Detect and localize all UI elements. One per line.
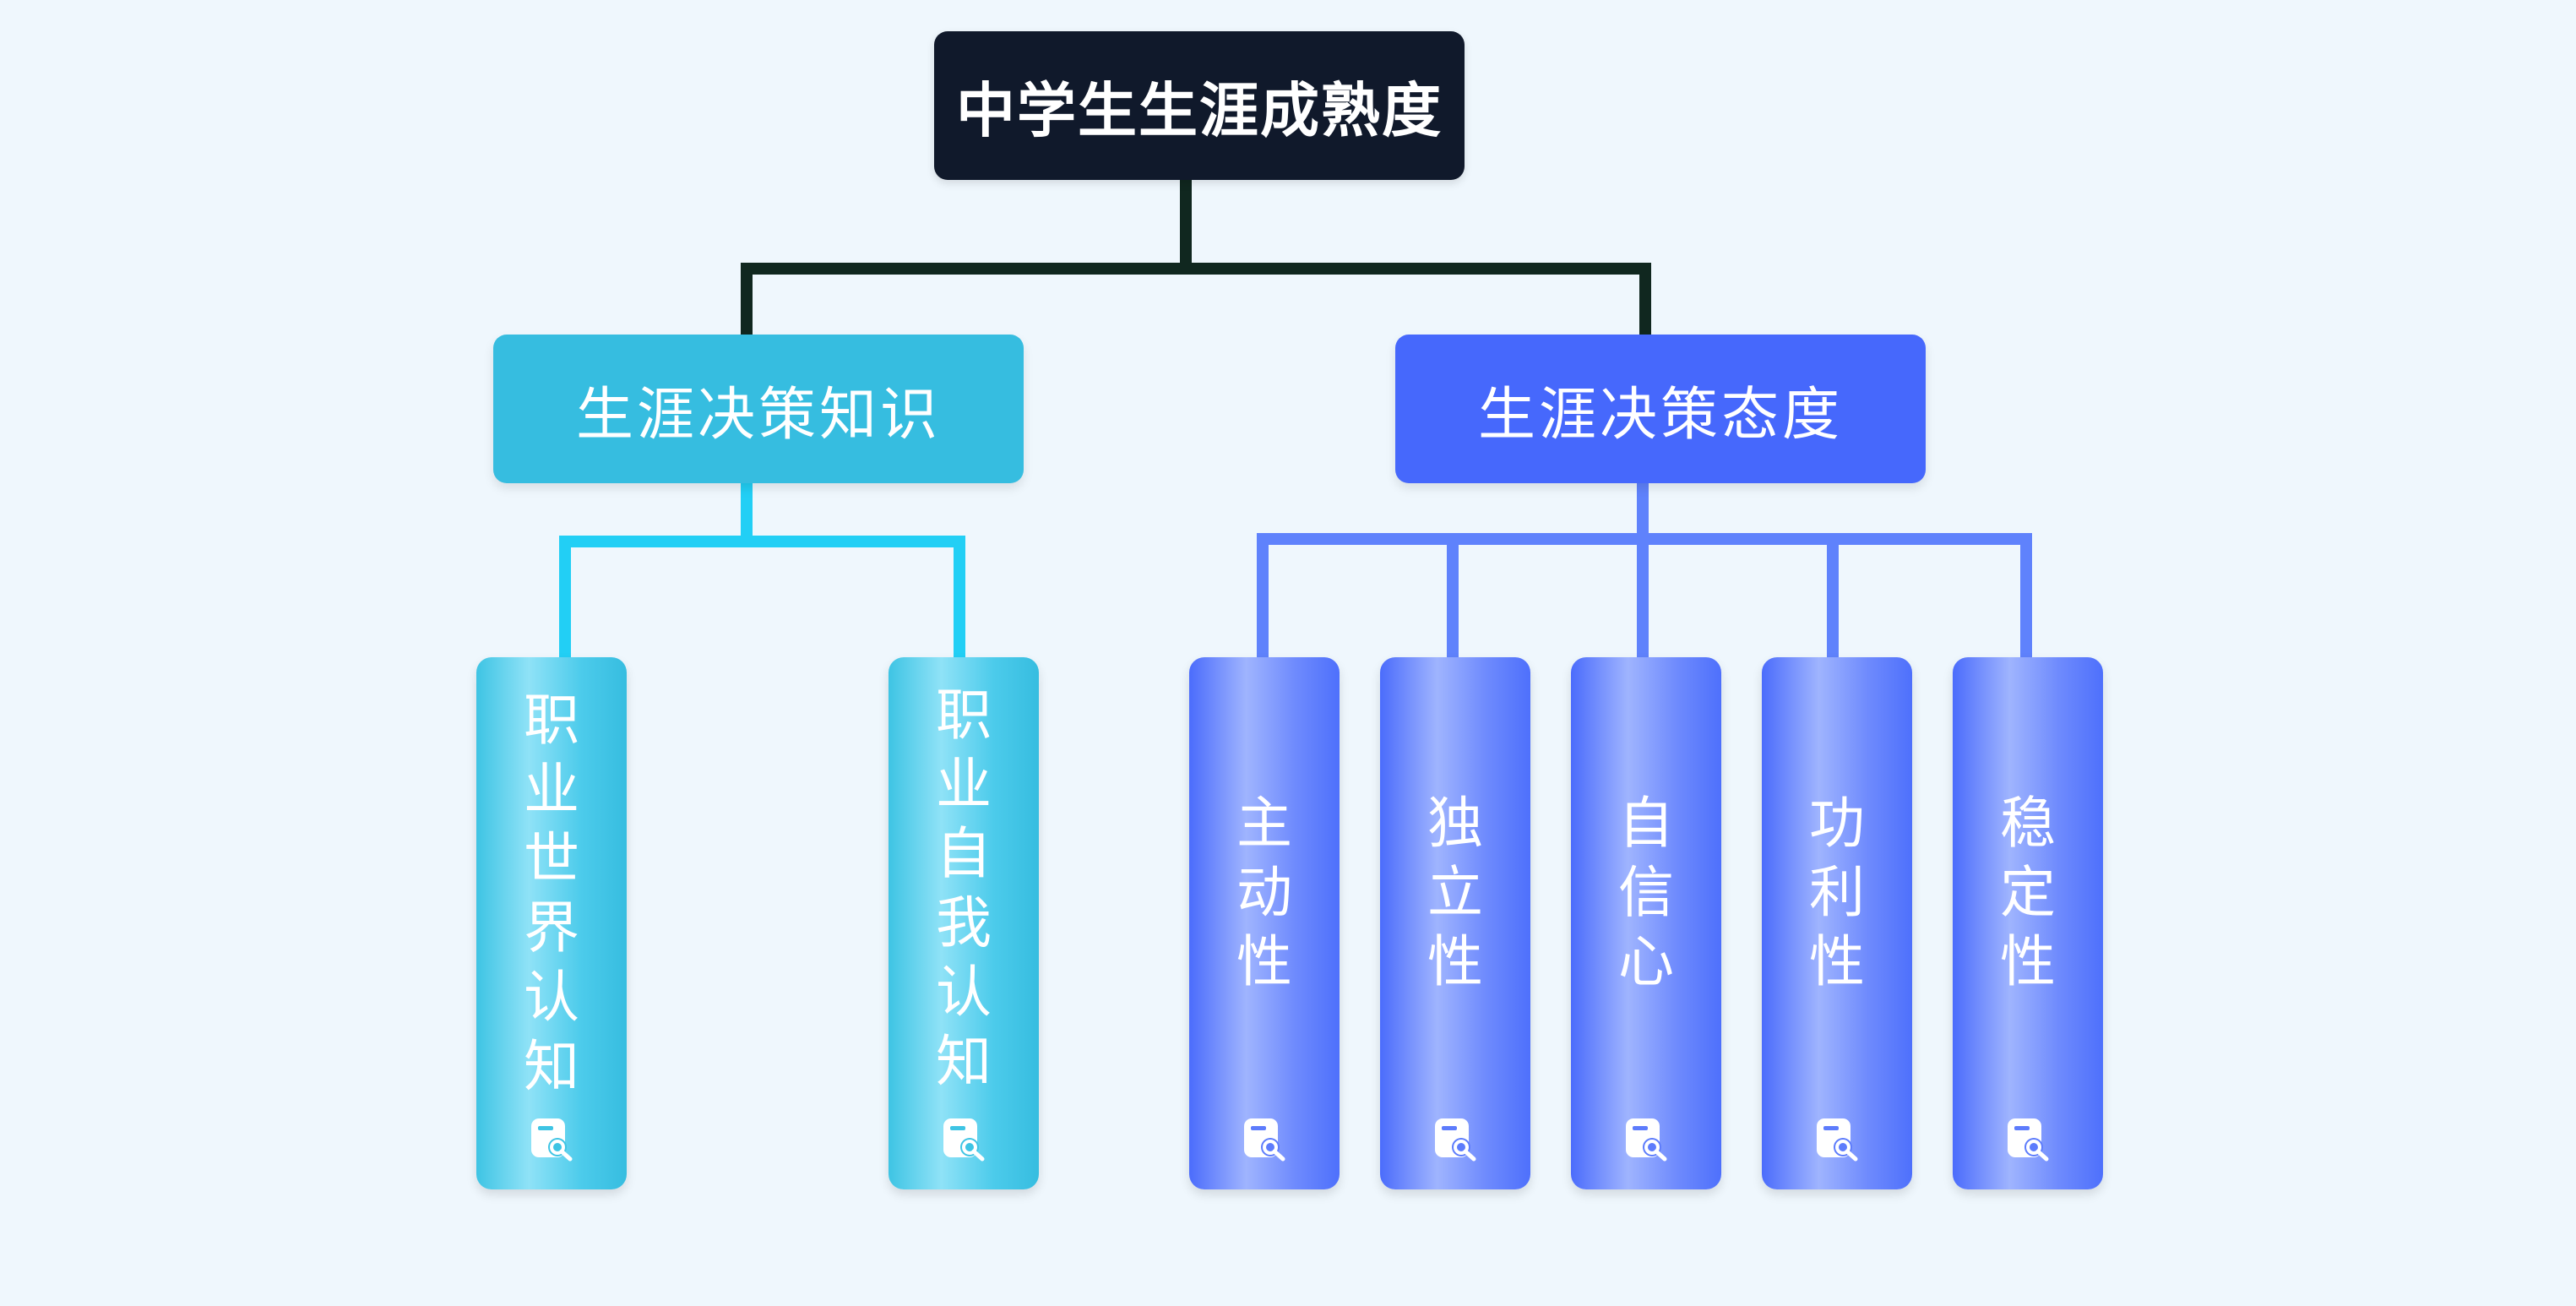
attitude-connector [1257,483,2032,657]
branch-label: 生涯决策态度 [1477,381,1843,449]
branch-node-knowledge: 生涯决策知识 [493,335,1024,483]
document-search-icon [2008,1118,2049,1162]
root-connector [741,180,1651,335]
leaf-label: 自信心 [1618,791,1674,994]
leaf-label: 独立性 [1427,791,1483,994]
leaf-label: 职业世界认知 [524,688,579,1099]
leaf-label: 职业自我认知 [936,683,992,1094]
leaf-node: 自信心 [1571,657,1721,1189]
document-search-icon [1626,1118,1667,1162]
leaf-node: 职业世界认知 [476,657,627,1189]
document-search-icon [1244,1118,1285,1162]
document-search-icon [1435,1118,1476,1162]
document-search-icon [1817,1118,1858,1162]
root-node: 中学生生涯成熟度 [934,31,1465,180]
root-label: 中学生生涯成熟度 [956,75,1443,145]
document-search-icon [943,1118,985,1162]
leaf-node: 主动性 [1189,657,1340,1189]
leaf-label: 主动性 [1236,791,1292,994]
leaf-node: 独立性 [1380,657,1530,1189]
leaf-label: 功利性 [1809,791,1865,994]
leaf-node: 稳定性 [1953,657,2103,1189]
leaf-node: 职业自我认知 [889,657,1039,1189]
branch-label: 生涯决策知识 [575,381,941,449]
branch-node-attitude: 生涯决策态度 [1395,335,1926,483]
document-search-icon [531,1118,573,1162]
leaf-label: 稳定性 [2000,791,2056,994]
knowledge-connector [559,483,965,657]
leaf-node: 功利性 [1762,657,1912,1189]
